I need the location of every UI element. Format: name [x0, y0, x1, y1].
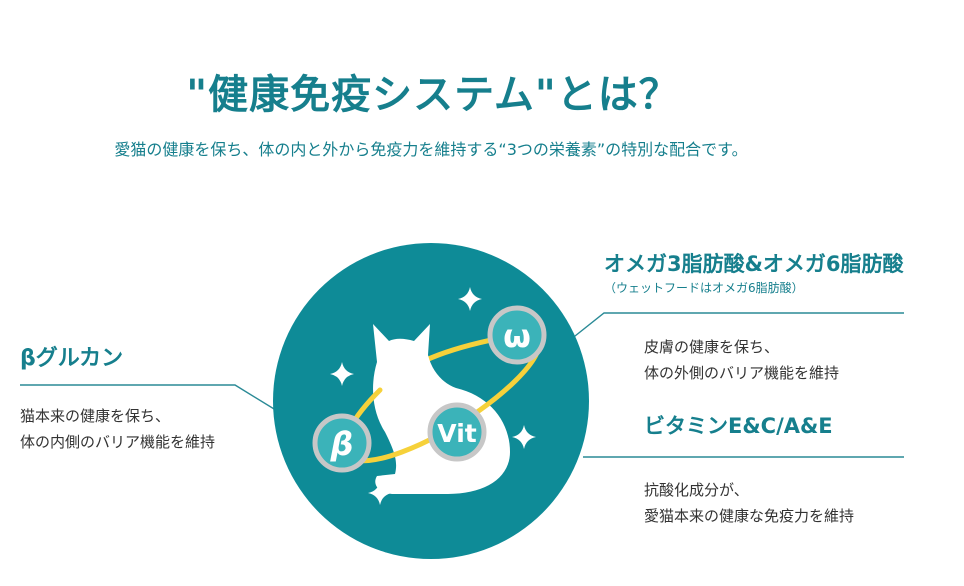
beta-glucan-description: 猫本来の健康を保ち、 体の内側のバリア機能を維持	[20, 403, 215, 455]
omega-badge: ω	[487, 305, 547, 365]
page-title: "健康免疫システム"とは？	[186, 72, 680, 118]
beta-glucan-line-1: 猫本来の健康を保ち、	[20, 407, 171, 425]
beta-badge: β	[312, 413, 372, 473]
omega-title: オメガ3脂肪酸&オメガ6脂肪酸	[604, 252, 904, 276]
vitamin-description: 抗酸化成分が、 愛猫本来の健康な免疫力を維持	[644, 477, 854, 529]
connector-lines	[20, 312, 904, 458]
omega-line-2: 体の外側のバリア機能を維持	[644, 364, 840, 382]
omega-line-1: 皮膚の健康を保ち、	[644, 338, 780, 356]
beta-glucan-line-2: 体の内側のバリア機能を維持	[20, 433, 216, 451]
vit-badge-label: Vit	[437, 419, 476, 448]
omega-note: （ウェットフードはオメガ6脂肪酸）	[604, 281, 804, 295]
page-subtitle: 愛猫の健康を保ち、体の内と外から免疫力を維持する“3つの栄養素”の特別な配合です…	[114, 140, 748, 159]
sparkle-icon	[330, 362, 354, 386]
omega-description: 皮膚の健康を保ち、 体の外側のバリア機能を維持	[644, 334, 839, 386]
vitamin-line-2: 愛猫本来の健康な免疫力を維持	[644, 507, 855, 525]
vit-badge: Vit	[427, 402, 487, 462]
connector-line-beta	[20, 384, 280, 413]
sparkle-icon	[458, 287, 482, 311]
sparkle-icon	[512, 425, 536, 449]
sparkle-icons	[330, 287, 536, 505]
beta-badge-label: β	[330, 425, 354, 463]
omega-badge-label: ω	[503, 317, 531, 355]
vitamin-line-1: 抗酸化成分が、	[644, 481, 749, 499]
beta-glucan-title: βグルカン	[20, 346, 124, 371]
sparkle-icon	[368, 481, 392, 505]
connector-line-omega	[569, 312, 904, 341]
vitamin-title: ビタミンE&C/A&E	[644, 414, 833, 438]
